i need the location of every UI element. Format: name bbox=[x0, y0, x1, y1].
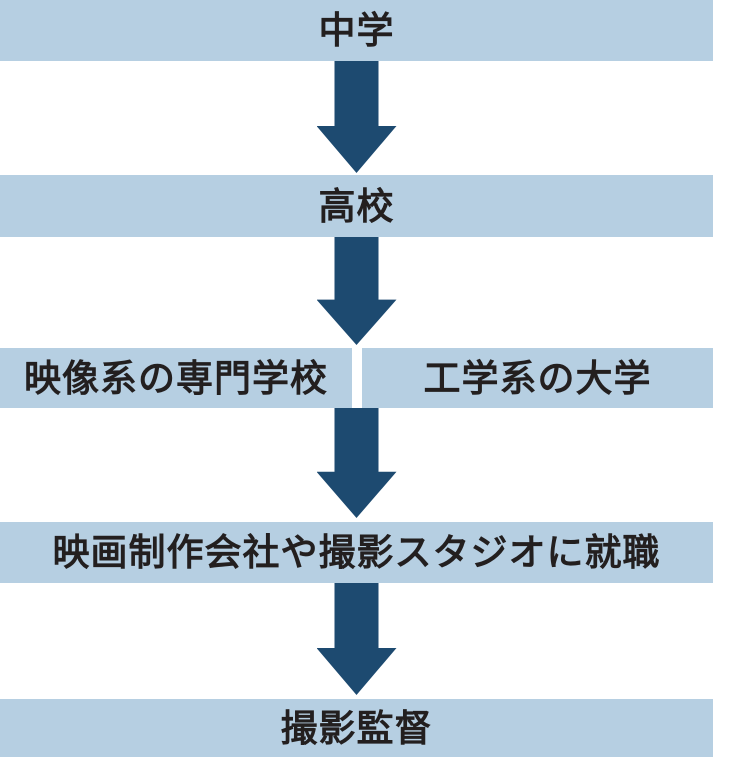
down-arrow-icon bbox=[316, 408, 397, 518]
flow-node-cinematographer: 撮影監督 bbox=[0, 699, 713, 757]
flow-branch-row: 映像系の専門学校 工学系の大学 bbox=[0, 348, 713, 408]
flow-node-engineering-university: 工学系の大学 bbox=[362, 348, 713, 408]
flow-node-high-school: 高校 bbox=[0, 175, 713, 237]
flow-connector-1 bbox=[0, 61, 713, 175]
flow-connector-4 bbox=[0, 583, 713, 699]
flow-node-label: 高校 bbox=[318, 184, 395, 228]
down-arrow-icon bbox=[316, 583, 397, 695]
flow-node-label: 中学 bbox=[318, 9, 395, 52]
flow-node-label: 工学系の大学 bbox=[423, 356, 652, 400]
down-arrow-icon bbox=[316, 237, 397, 345]
flow-node-film-vocational-school: 映像系の専門学校 bbox=[0, 348, 352, 408]
career-flowchart: 中学 高校 映像系の専門学校 工学系の大学 映画制作会社や撮影スタジオに就職 撮… bbox=[0, 0, 713, 757]
branch-divider bbox=[352, 348, 362, 408]
flow-node-employment: 映画制作会社や撮影スタジオに就職 bbox=[0, 522, 713, 583]
flow-node-label: 撮影監督 bbox=[280, 706, 433, 750]
flow-connector-3 bbox=[0, 408, 713, 522]
down-arrow-icon bbox=[316, 61, 397, 173]
flow-node-label: 映画制作会社や撮影スタジオに就職 bbox=[52, 531, 661, 574]
flow-node-junior-high-school: 中学 bbox=[0, 0, 713, 61]
flow-connector-2 bbox=[0, 237, 713, 348]
flow-node-label: 映像系の専門学校 bbox=[24, 356, 328, 400]
